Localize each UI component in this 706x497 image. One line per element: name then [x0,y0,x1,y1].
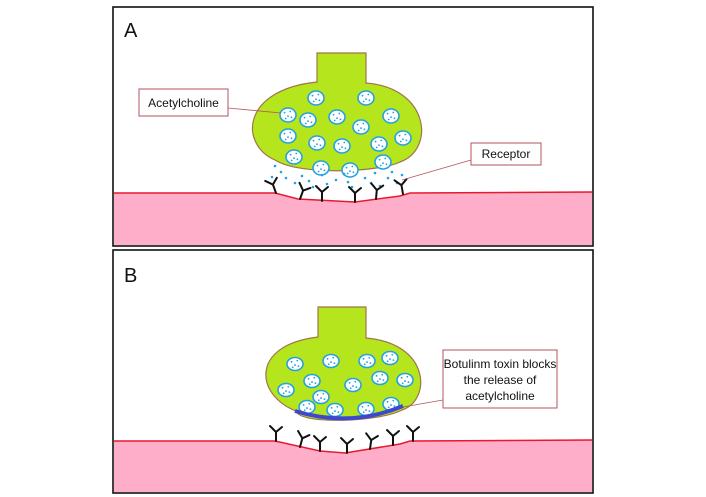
vesicle [279,128,297,144]
vesicle [341,162,359,178]
receptor-icon [406,425,420,442]
receptor-icon [393,178,408,195]
receptor-icon [386,429,400,446]
vesicles [277,350,414,418]
vesicle [382,108,400,124]
receptor-icon [365,432,379,450]
receptor-icon [370,182,385,200]
acetylcholine-molecule [307,179,311,183]
acetylcholine-callout [138,88,229,117]
vesicle [285,149,303,165]
vesicle [370,136,388,152]
acetylcholine-molecule [373,171,377,175]
acetylcholine-molecule [300,174,304,178]
vesicle [358,353,376,369]
acetylcholine-molecule [293,181,297,185]
vesicle [394,130,412,146]
acetylcholine-molecule [320,173,324,177]
vesicle [308,135,326,151]
acetylcholine-molecule [325,182,329,186]
panel-b-letter: B [124,265,137,287]
receptor-label: Receptor [482,147,531,161]
receptor-icon [313,435,327,452]
vesicle [279,107,297,123]
receptor-icon [269,425,283,442]
acetylcholine-molecule [390,170,394,174]
acetylcholine-molecule [386,176,390,180]
vesicle [299,112,317,128]
acetylcholine-molecule [311,185,315,189]
receptors [264,176,408,203]
vesicle [381,350,399,366]
acetylcholine-molecule [270,175,274,179]
acetylcholine-pointer [227,107,282,114]
vesicle [286,356,304,372]
vesicle [374,154,392,170]
vesicle [333,138,351,154]
acetylcholine-molecule [342,172,346,176]
acetylcholine-molecule [363,176,367,180]
panel-a: A Acetylcholine Receptor [112,6,594,247]
vesicle [322,353,340,369]
vesicle [352,119,370,135]
vesicle [312,389,330,405]
receptor-icon [297,429,311,448]
receptor-icon [340,437,354,454]
vesicle [328,109,346,125]
receptor-icon [348,186,362,203]
vesicle [277,382,295,398]
acetylcholine-label: Acetylcholine [148,96,219,110]
muscle-fiber [114,440,592,492]
receptor-icon [315,185,329,202]
vesicle [307,90,325,106]
toxin-pointer [402,399,444,408]
receptor-callout [470,142,542,166]
acetylcholine-molecule [346,180,350,184]
vesicle [344,377,362,393]
vesicle [312,160,330,176]
vesicles [279,90,412,178]
muscle-fiber [114,192,592,245]
vesicle [326,402,344,418]
receptors [269,425,420,454]
toxin-label-line-3: acetylcholine [465,389,535,403]
acetylcholine-molecule [400,173,404,177]
vesicle [357,90,375,106]
panel-b: B Botulinm toxin blocks the release of a… [112,249,594,494]
vesicle [357,401,375,417]
receptor-pointer [401,159,472,181]
acetylcholine-molecule [284,176,288,180]
acetylcholine-molecule [334,178,338,182]
vesicle [371,370,389,386]
vesicle [396,372,414,388]
acetylcholine-molecule [273,164,277,168]
botulinum-toxin-block [294,404,404,421]
acetylcholine-molecule [350,185,354,189]
toxin-label-line-1: Botulinm toxin blocks [444,357,557,371]
panel-a-letter: A [124,20,138,42]
receptor-icon [264,176,278,194]
acetylcholine-molecule [279,170,283,174]
toxin-label-line-2: the release of [464,373,537,387]
receptor-icon [298,181,312,200]
toxin-callout [442,349,558,409]
vesicle [303,373,321,389]
